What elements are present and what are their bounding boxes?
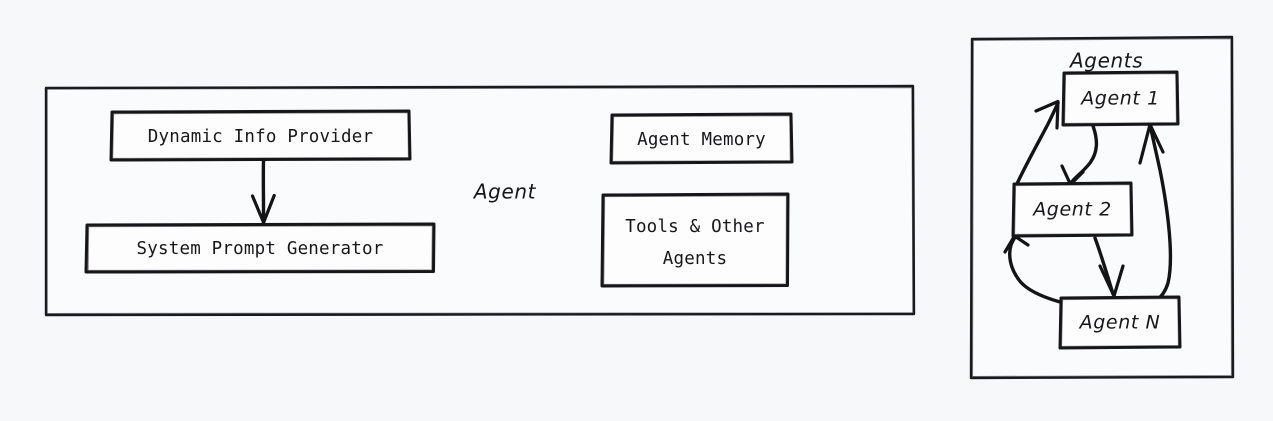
arrow-agent2-to-agentn xyxy=(1093,236,1125,298)
box-agent-memory[interactable]: Agent Memory xyxy=(609,112,794,165)
agent-panel: Agent Dynamic Info Provider System Promp… xyxy=(44,84,916,317)
box-system-prompt-generator[interactable]: System Prompt Generator xyxy=(84,222,436,274)
agent-n-label: Agent N xyxy=(1078,312,1161,334)
system-prompt-generator-border xyxy=(84,222,436,274)
arrow-shaft xyxy=(1014,101,1060,188)
box-agent-1[interactable]: Agent 1 xyxy=(1061,70,1180,127)
agent-2-label: Agent 2 xyxy=(1031,199,1112,221)
arrow-head xyxy=(1034,99,1060,130)
agents-panel-border-pass2 xyxy=(971,37,1233,378)
agent-2-border xyxy=(1011,181,1134,238)
tools-and-other-agents-label-line2: Agents xyxy=(663,249,727,269)
dynamic-info-provider-border-pass2 xyxy=(111,111,410,160)
agent-memory-border xyxy=(609,112,794,165)
agent-n-border-pass2 xyxy=(1060,297,1180,348)
box-agent-2[interactable]: Agent 2 xyxy=(1011,181,1134,238)
arrow-head xyxy=(250,193,276,225)
system-prompt-generator-border-pass2 xyxy=(87,224,434,272)
dynamic-info-provider-border xyxy=(109,109,412,162)
agents-panel-label: Agents xyxy=(1068,49,1143,73)
arrow-provider-to-generator xyxy=(250,159,276,225)
arrow-agent2-to-agent1 xyxy=(1014,99,1060,188)
agent-1-border xyxy=(1061,70,1180,127)
agent-panel-border-pass2 xyxy=(46,86,914,315)
tools-and-other-agents-border-pass2 xyxy=(602,194,788,286)
agent-panel-label: Agent xyxy=(472,180,537,204)
agent-n-border xyxy=(1058,295,1182,350)
agent-1-border-pass2 xyxy=(1063,72,1178,125)
agent-memory-label: Agent Memory xyxy=(637,130,766,150)
dynamic-info-provider-label: Dynamic Info Provider xyxy=(148,127,373,147)
agent-1-label: Agent 1 xyxy=(1079,88,1160,110)
box-agent-n[interactable]: Agent N xyxy=(1058,295,1182,350)
box-dynamic-info-provider[interactable]: Dynamic Info Provider xyxy=(109,109,412,162)
tools-and-other-agents-label-line1: Tools & Other xyxy=(625,217,765,237)
box-tools-and-other-agents[interactable]: Tools & Other Agents xyxy=(600,192,790,288)
system-prompt-generator-label: System Prompt Generator xyxy=(137,239,384,259)
agent-memory-border-pass2 xyxy=(611,114,792,163)
arrow-head xyxy=(1098,264,1125,298)
agents-panel: Agents xyxy=(969,35,1235,380)
tools-and-other-agents-border xyxy=(600,192,790,288)
agent-2-border-pass2 xyxy=(1013,183,1132,236)
